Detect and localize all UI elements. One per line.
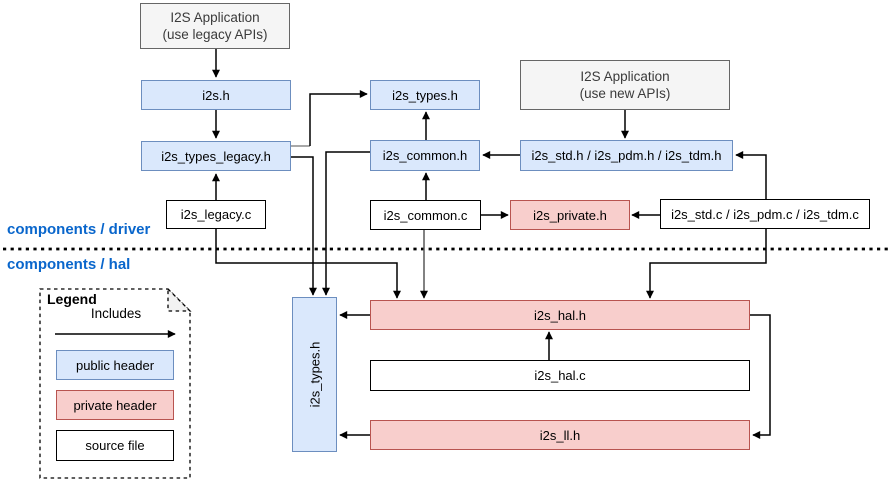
legend-title: Legend bbox=[47, 291, 97, 307]
legend-fold bbox=[167, 287, 192, 312]
node-i2s-std-pdm-tdm-h: i2s_std.h / i2s_pdm.h / i2s_tdm.h bbox=[520, 140, 733, 171]
node-i2s-hal-c-label: i2s_hal.c bbox=[534, 368, 586, 383]
legend-item-source-file-label: source file bbox=[85, 438, 145, 453]
node-i2s-h: i2s.h bbox=[141, 80, 291, 110]
node-i2s-std-pdm-tdm-c-label: i2s_std.c / i2s_pdm.c / i2s_tdm.c bbox=[671, 206, 859, 222]
edge-i2s-types-legacy-h-includes-i2s-types-h-driver bbox=[309, 90, 368, 146]
edge-i2s-std-c-includes-i2s-hal-h bbox=[646, 229, 767, 299]
edge-i2s-types-legacy-h-includes-i2s-types-h-hal bbox=[291, 156, 317, 296]
node-i2s-types-legacy-h-label: i2s_types_legacy.h bbox=[161, 148, 271, 164]
node-i2s-types-h-hal-label: i2s_types.h bbox=[307, 341, 323, 408]
legend-item-private-header-label: private header bbox=[73, 397, 157, 413]
node-i2s-hal-c: i2s_hal.c bbox=[370, 360, 750, 391]
section-label-components-hal: components / hal bbox=[7, 256, 131, 273]
node-i2s-h-label: i2s.h bbox=[202, 87, 230, 103]
node-i2s-legacy-c-label: i2s_legacy.c bbox=[180, 207, 252, 222]
legend-item-public-header: public header bbox=[56, 350, 174, 380]
node-i2s-types-h-driver-label: i2s_types.h bbox=[392, 87, 458, 103]
node-i2s-types-legacy-h: i2s_types_legacy.h bbox=[141, 141, 291, 171]
node-i2s-private-h-label: i2s_private.h bbox=[533, 207, 607, 223]
node-i2s-hal-h-label: i2s_hal.h bbox=[533, 307, 587, 323]
legend-includes-label: Includes bbox=[90, 306, 142, 321]
app-new-line1: I2S Application bbox=[580, 69, 670, 84]
section-label-components-driver: components / driver bbox=[7, 221, 151, 238]
legend-item-public-header-label: public header bbox=[75, 357, 155, 373]
node-i2s-legacy-c: i2s_legacy.c bbox=[166, 200, 266, 229]
node-i2s-common-h-label: i2s_common.h bbox=[382, 148, 468, 163]
node-i2s-std-pdm-tdm-c: i2s_std.c / i2s_pdm.c / i2s_tdm.c bbox=[660, 199, 870, 229]
node-i2s-common-h: i2s_common.h bbox=[370, 140, 480, 171]
legend-item-private-header: private header bbox=[56, 390, 174, 420]
app-new-line2: (use new APIs) bbox=[579, 86, 671, 101]
app-legacy-line1: I2S Application bbox=[170, 10, 260, 25]
edge-i2s-common-h-includes-i2s-types-h-hal bbox=[322, 151, 370, 296]
edge-i2s-std-c-includes-i2s-std-h bbox=[735, 151, 767, 199]
node-i2s-common-c-label: i2s_common.c bbox=[383, 207, 468, 223]
node-i2s-common-c: i2s_common.c bbox=[370, 200, 481, 230]
node-i2s-private-h: i2s_private.h bbox=[510, 200, 630, 230]
edge-i2s-hal-h-includes-i2s-ll-h bbox=[750, 314, 771, 439]
node-i2s-types-h-hal: i2s_types.h bbox=[292, 297, 337, 452]
node-i2s-ll-h-label: i2s_ll.h bbox=[539, 427, 581, 443]
node-i2s-application-new: I2S Application (use new APIs) bbox=[520, 60, 730, 110]
node-i2s-ll-h: i2s_ll.h bbox=[370, 420, 750, 450]
node-i2s-std-pdm-tdm-h-label: i2s_std.h / i2s_pdm.h / i2s_tdm.h bbox=[531, 148, 722, 163]
node-i2s-application-legacy: I2S Application (use legacy APIs) bbox=[140, 3, 290, 49]
edge-i2s-legacy-c-includes-i2s-hal-h bbox=[215, 229, 401, 299]
node-i2s-hal-h: i2s_hal.h bbox=[370, 300, 750, 330]
node-i2s-types-h-driver: i2s_types.h bbox=[370, 80, 480, 110]
app-legacy-line2: (use legacy APIs) bbox=[162, 27, 268, 42]
legend-item-source-file: source file bbox=[56, 430, 174, 461]
